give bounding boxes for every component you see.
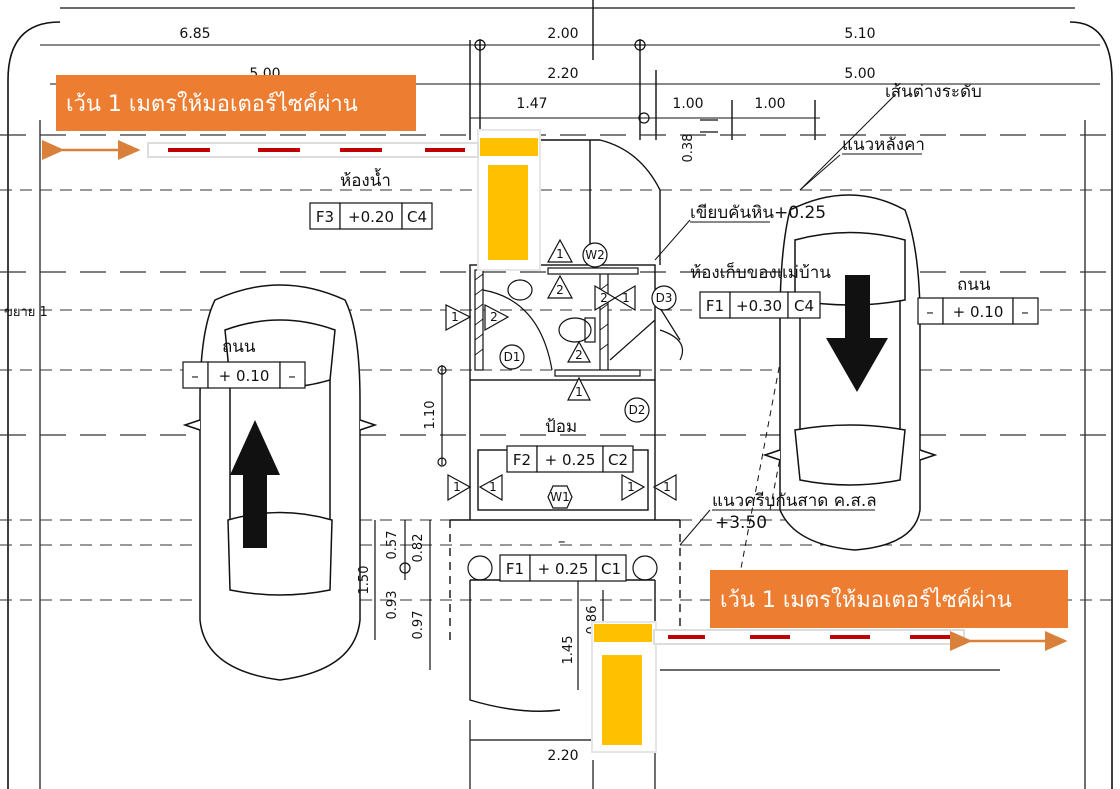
- dim-082: 0.82: [411, 534, 426, 563]
- marker-1e: 1: [453, 480, 461, 494]
- dim-145: 1.45: [561, 636, 576, 665]
- label-bathroom: ห้องน้ำ: [340, 168, 391, 191]
- tag-bathroom-floor: F3: [316, 208, 334, 226]
- dim-top-mid: 2.00: [547, 26, 578, 42]
- dim-057: 0.57: [385, 531, 400, 560]
- dim-147: 1.47: [516, 96, 547, 112]
- tag-entry-ceiling: C1: [601, 560, 621, 578]
- marker-2c: 2: [490, 310, 498, 324]
- tag-road-right-b: –: [1021, 303, 1029, 321]
- tag-road-left-level: + 0.10: [219, 367, 270, 385]
- tag-entry-level: + 0.25: [538, 560, 589, 578]
- label-road-right: ถนน: [957, 275, 991, 295]
- dim-100a: 1.00: [672, 96, 703, 112]
- marker-d2: D2: [629, 403, 646, 417]
- label-canopy-level: +3.50: [715, 513, 767, 533]
- dim-038: 0.38: [681, 134, 696, 163]
- dim-093: 0.93: [385, 591, 400, 620]
- tag-booth-ceiling: C2: [608, 451, 628, 469]
- marker-2b: 2: [575, 348, 583, 362]
- tag-storage-ceiling: C4: [794, 297, 814, 315]
- marker-1g: 1: [627, 480, 635, 494]
- label-level-line: เส้นต่างระดับ: [885, 82, 982, 102]
- arrow-up-icon: [230, 420, 280, 548]
- tag-road-left-a: –: [191, 367, 199, 385]
- tag-bathroom-ceiling: C4: [407, 208, 427, 226]
- tag-booth-floor: F2: [513, 451, 531, 469]
- label-roof-line: แนวหลังคา: [842, 135, 925, 155]
- dim-second-mid: 2.20: [547, 66, 578, 82]
- dim-097: 0.97: [411, 611, 426, 640]
- car-left: [182, 284, 378, 681]
- dim-110: 1.10: [423, 401, 438, 430]
- marker-w2: W2: [585, 248, 605, 262]
- dim-100b: 1.00: [754, 96, 785, 112]
- barrier-arm-top: [147, 142, 479, 158]
- tag-road-right-a: –: [926, 303, 934, 321]
- arrow-down-icon: [826, 275, 888, 392]
- dim-bottom-mid: 2.20: [547, 748, 578, 764]
- marker-2a: 2: [556, 283, 564, 297]
- label-curb: เขียบคันหิน+0.25: [690, 203, 826, 223]
- label-canopy: แนวครีบกันสาด ค.ส.ล: [712, 491, 877, 511]
- marker-1a: 1: [556, 247, 564, 261]
- label-storage: ห้องเก็บของแม่บ้าน: [690, 261, 831, 283]
- tag-entry-floor: F1: [506, 560, 524, 578]
- marker-2d: 2: [600, 291, 608, 305]
- marker-1b: 1: [575, 385, 583, 399]
- label-road-left: ถนน: [222, 337, 256, 357]
- tag-storage-floor: F1: [706, 297, 724, 315]
- tag-bathroom-level: +0.20: [348, 208, 394, 226]
- dim-150: 1.50: [357, 566, 372, 595]
- barrier-arm-bottom: [653, 629, 965, 645]
- road-corner-right: [1069, 21, 1113, 789]
- marker-w1: W1: [550, 490, 570, 504]
- road-corner-left: [7, 21, 61, 789]
- tag-road-left-b: –: [288, 367, 296, 385]
- marker-1f: 1: [489, 480, 497, 494]
- tag-road-right-level: + 0.10: [953, 303, 1004, 321]
- marker-1h: 1: [663, 480, 671, 494]
- dim-top-right: 5.10: [844, 26, 875, 42]
- tag-booth-level: + 0.25: [545, 451, 596, 469]
- label-booth: ป้อม: [545, 417, 577, 437]
- marker-d3: D3: [656, 291, 673, 305]
- banner-bottom: เว้น 1 เมตรให้มอเตอร์ไซค์ผ่าน: [710, 570, 1068, 628]
- marker-1d: 1: [622, 291, 630, 305]
- marker-1c: 1: [451, 310, 459, 324]
- label-dash: –: [558, 532, 566, 550]
- dim-top-left: 6.85: [179, 26, 210, 42]
- dim-second-right: 5.00: [844, 66, 875, 82]
- banner-top: เว้น 1 เมตรให้มอเตอร์ไซค์ผ่าน: [56, 75, 416, 131]
- tag-storage-level: +0.30: [736, 297, 782, 315]
- label-side: ขยาย 1: [4, 305, 48, 320]
- marker-d1: D1: [504, 350, 521, 364]
